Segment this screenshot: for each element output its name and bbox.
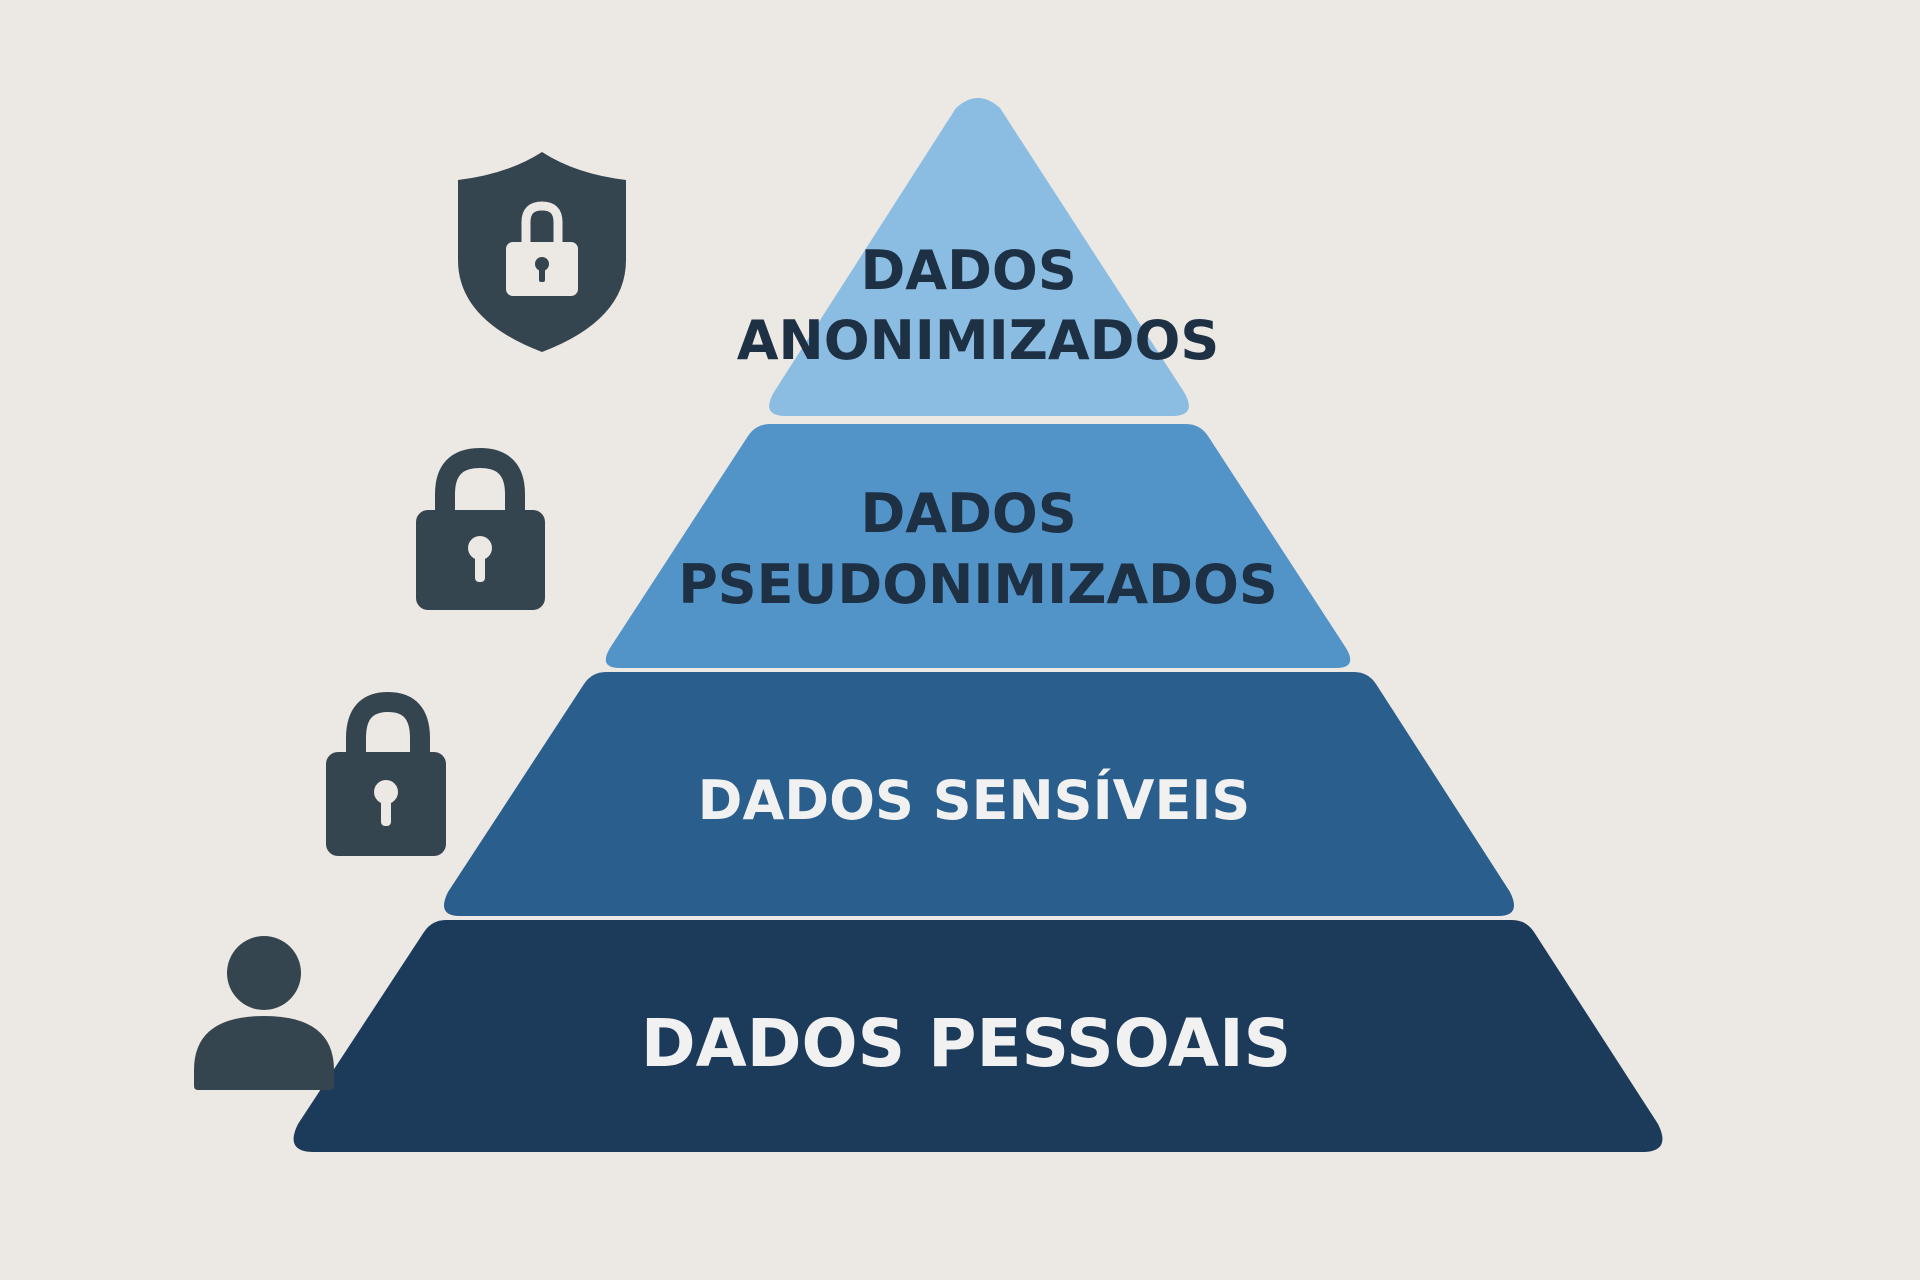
shield-padlock-keyhole — [535, 257, 549, 271]
tier-pessoais: DADOS PESSOAIS — [293, 920, 1663, 1152]
tier-anonimizados-label-line-2: ANONIMIZADOS — [737, 309, 1220, 372]
padlock-shackle — [346, 691, 430, 758]
tier-pessoais-label-line-1: DADOS PESSOAIS — [641, 1005, 1291, 1082]
tier-sensiveis-label: DADOS SENSÍVEIS — [698, 769, 1251, 832]
shield-padlock-keyhole-slot — [539, 266, 545, 282]
tier-sensiveis: DADOS SENSÍVEIS — [444, 672, 1514, 916]
tier-pseudonimizados-label-line-2: PSEUDONIMIZADOS — [678, 553, 1278, 616]
shield-padlock-shackle — [521, 201, 563, 244]
person-icon — [194, 936, 334, 1090]
tier-anonimizados-label: DADOS ANONIMIZADOS — [737, 239, 1220, 372]
person-head — [227, 936, 301, 1010]
tier-anonimizados: DADOS ANONIMIZADOS — [737, 98, 1220, 416]
padlock-keyhole — [468, 536, 492, 560]
tier-sensiveis-shape — [444, 672, 1514, 916]
tier-pseudonimizados-shape — [605, 424, 1351, 668]
tier-pseudonimizados-label-line-1: DADOS — [860, 482, 1076, 545]
tier-pessoais-shape — [293, 920, 1663, 1152]
padlock-keyhole-slot — [475, 552, 485, 582]
padlock-icon — [326, 691, 446, 856]
padlock-icon — [416, 447, 545, 610]
tier-anonimizados-label-line-1: DADOS — [860, 239, 1076, 302]
tier-sensiveis-label-line-1: DADOS SENSÍVEIS — [698, 769, 1251, 832]
padlock-shackle — [435, 447, 525, 516]
padlock-keyhole-slot — [381, 796, 391, 826]
tier-anonimizados-shape — [769, 98, 1189, 416]
shield-lock-icon — [458, 152, 626, 352]
person-body — [194, 1016, 334, 1090]
tier-pseudonimizados-label: DADOS PSEUDONIMIZADOS — [678, 482, 1278, 616]
tier-pseudonimizados: DADOS PSEUDONIMIZADOS — [605, 424, 1351, 668]
tier-pessoais-label: DADOS PESSOAIS — [641, 1005, 1291, 1082]
padlock-keyhole — [374, 780, 398, 804]
